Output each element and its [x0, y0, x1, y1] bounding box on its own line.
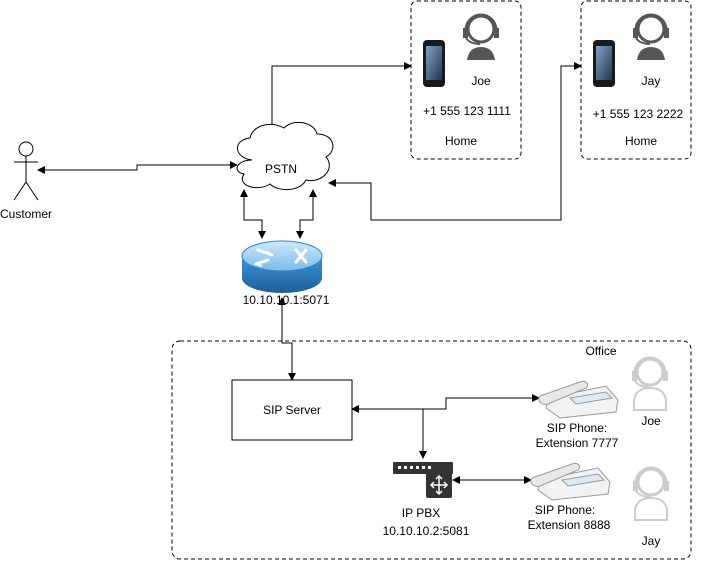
office-agent-joe-label: Joe [641, 414, 661, 428]
home-jay-name: Jay [642, 74, 661, 88]
pstn-cloud-icon [236, 121, 334, 190]
sip-server-box [231, 379, 353, 441]
home-joe-name: Joe [471, 74, 491, 88]
ip-pbx-icon [393, 462, 453, 498]
ip-pbx-label: IP PBX [402, 506, 440, 520]
connector-sipserver-phone7777 [351, 394, 540, 413]
office-box [171, 340, 692, 560]
sip-desk-phone-icon [538, 381, 619, 419]
connector-pstn-jay [328, 62, 582, 221]
home-joe-location: Home [445, 134, 477, 148]
connector-pstn-router-left [240, 189, 266, 239]
sip-phone-8888-line1: SIP Phone: [535, 503, 596, 517]
connector-pstn-router-right [296, 189, 317, 239]
office-agent-jay-label: Jay [642, 534, 661, 548]
mobile-phone-icon [423, 40, 445, 87]
ip-pbx-address: 10.10.10.2:5081 [383, 524, 470, 538]
home-jay-number: +1 555 123 2222 [593, 107, 684, 121]
home-jay-location: Home [625, 134, 657, 148]
agent-headset-icon [633, 466, 669, 521]
agent-headset-icon [463, 13, 499, 60]
sip-server-label: SIP Server [263, 403, 321, 417]
sip-desk-phone-icon [530, 463, 611, 501]
home-joe-number: +1 555 123 1111 [423, 104, 511, 118]
agent-headset-icon [633, 13, 669, 60]
connector-router-sipserver [278, 297, 296, 381]
router-icon [241, 240, 323, 293]
mobile-phone-icon [593, 40, 615, 87]
sip-phone-7777-line2: Extension 7777 [536, 436, 619, 450]
office-label: Office [585, 344, 616, 358]
customer-actor-icon [13, 141, 39, 201]
pstn-label: PSTN [265, 162, 297, 176]
sip-phone-7777-line1: SIP Phone: [547, 421, 608, 435]
customer-label: Customer [0, 207, 52, 221]
agent-headset-icon [632, 356, 668, 411]
connector-customer-pstn [37, 161, 238, 174]
router-address-label: 10.10.10.1:5071 [243, 293, 330, 307]
sip-phone-8888-line2: Extension 8888 [528, 518, 611, 532]
